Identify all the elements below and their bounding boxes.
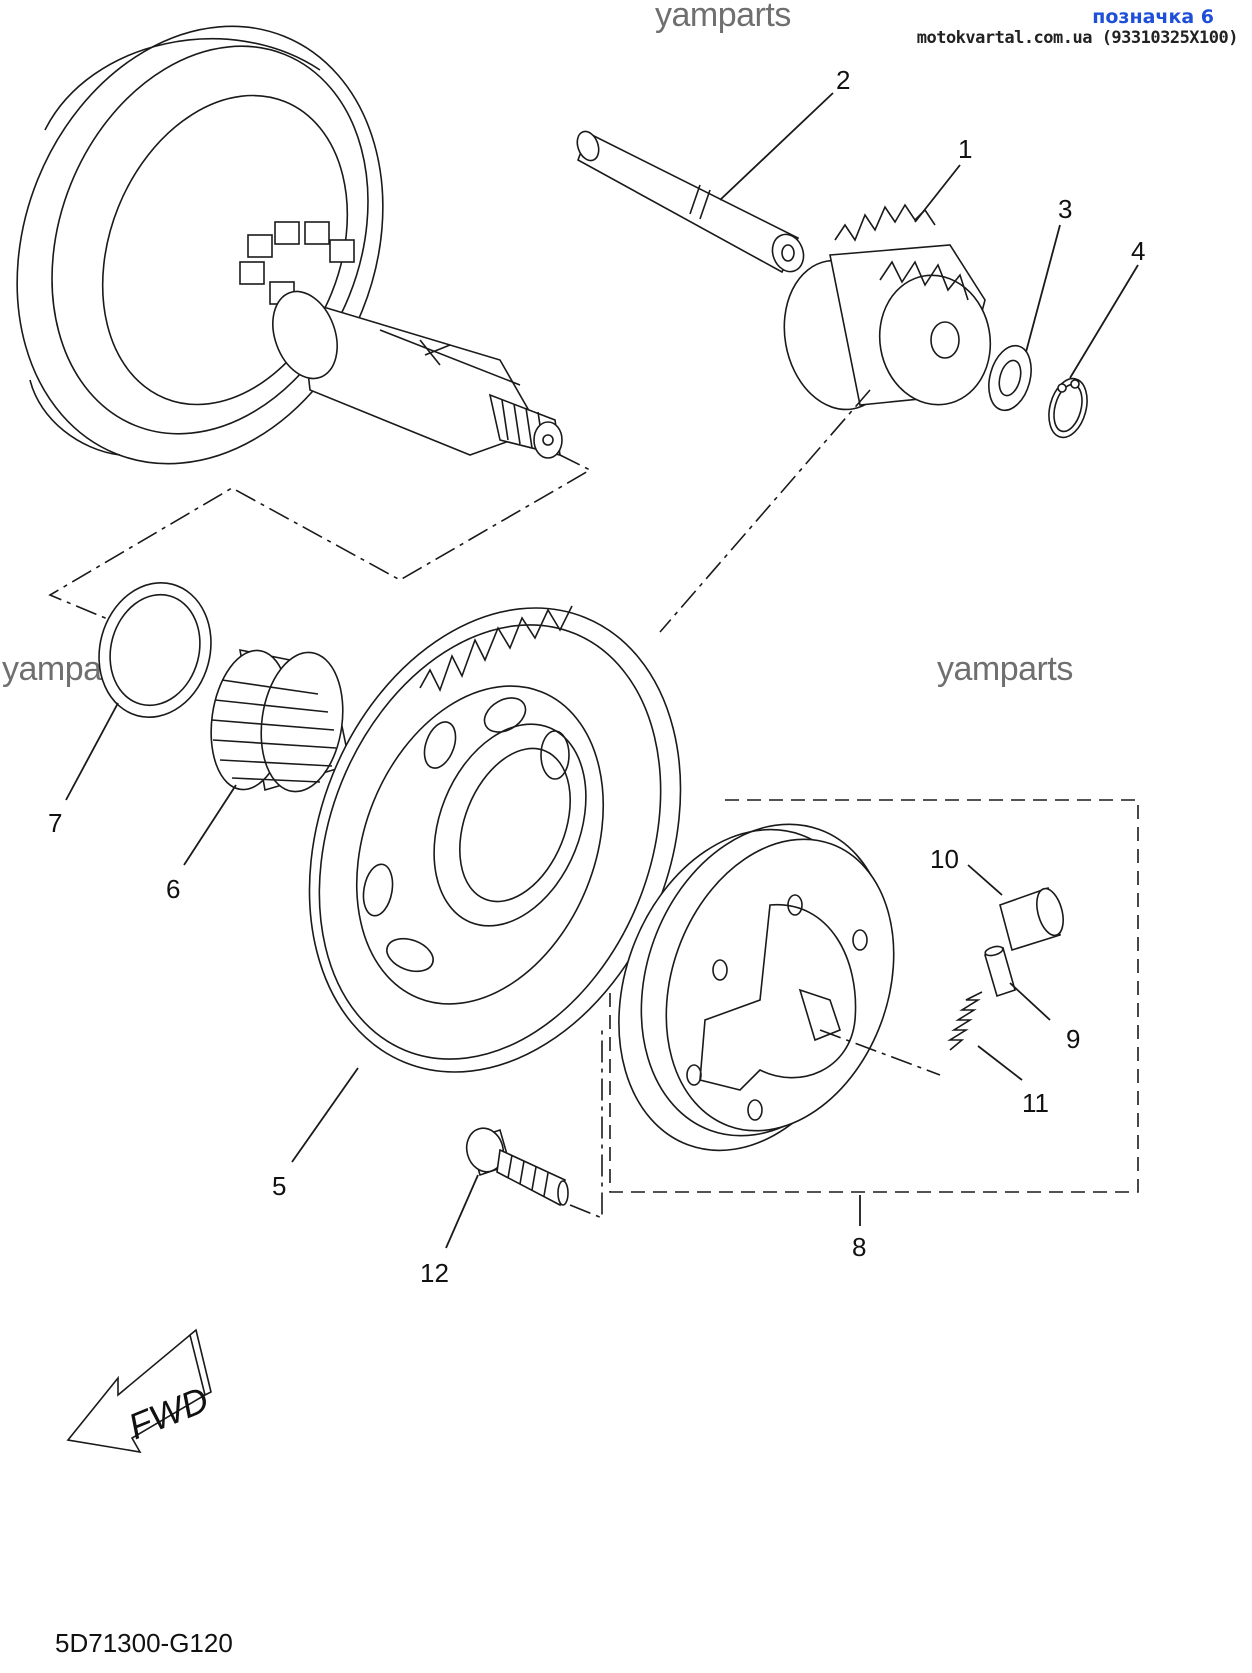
callout-9: 9 xyxy=(1066,1024,1080,1054)
diagram-code: 5D71300-G120 xyxy=(55,1628,233,1658)
part-11-spring xyxy=(947,991,983,1051)
part-7-washer xyxy=(98,581,212,719)
callout-4: 4 xyxy=(1131,236,1145,266)
callout-11: 11 xyxy=(1022,1088,1049,1118)
part-2-shaft xyxy=(576,130,805,274)
tag-label: позначка 6 xyxy=(1092,6,1214,28)
watermark-top: yamparts xyxy=(655,0,791,34)
part-4-circlip xyxy=(1048,377,1088,439)
crank-housing xyxy=(16,25,563,465)
callout-8: 8 xyxy=(852,1232,866,1262)
source-label: motokvartal.com.ua (93310325X100) xyxy=(916,28,1239,48)
callout-3: 3 xyxy=(1058,194,1072,224)
part-10-roller xyxy=(999,886,1064,952)
callout-6: 6 xyxy=(166,874,180,904)
fwd-arrow: FWD xyxy=(66,1328,214,1454)
callout-5: 5 xyxy=(272,1171,286,1201)
part-3-washer xyxy=(988,344,1032,412)
callout-7: 7 xyxy=(48,808,62,838)
part-8-clutch-assy xyxy=(618,823,895,1152)
callout-10: 10 xyxy=(930,844,959,874)
part-12-bolt xyxy=(465,1127,569,1207)
assembly-lines xyxy=(48,389,1139,1220)
callout-numbers: 2 1 3 4 7 6 5 8 10 9 11 12 xyxy=(48,65,1145,1288)
callout-12: 12 xyxy=(420,1258,449,1288)
callout-2: 2 xyxy=(836,65,850,95)
callout-1: 1 xyxy=(958,134,972,164)
leader-lines xyxy=(65,92,1139,1249)
part-1-idler-gear xyxy=(783,203,992,411)
part-5-driven-gear xyxy=(308,605,682,1073)
watermark-right: yamparts xyxy=(937,650,1073,688)
part-9-plunger xyxy=(984,945,1016,998)
part-6-needle-bearing xyxy=(210,648,351,793)
